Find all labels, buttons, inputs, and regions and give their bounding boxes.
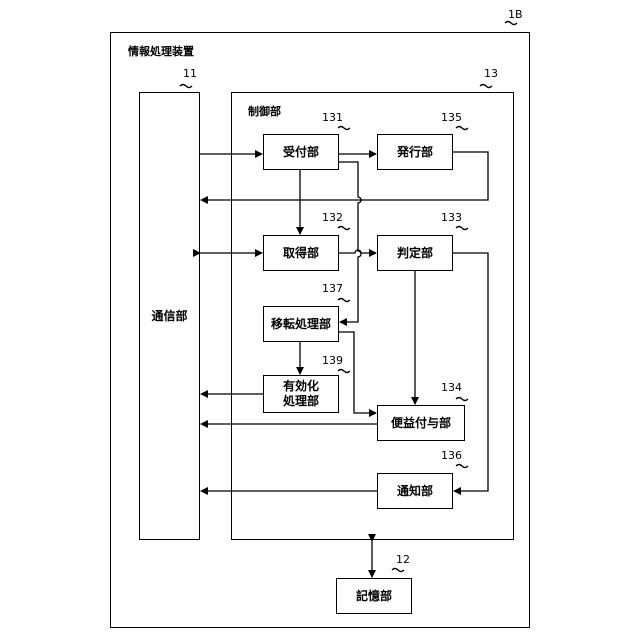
leader-132 (338, 227, 350, 230)
leader-11 (180, 85, 192, 88)
arrow-transfer-to-benefit (339, 332, 376, 413)
arrow-issue-to-comm (201, 152, 488, 200)
arrow-judge-to-notify (453, 253, 488, 491)
leader-13 (480, 85, 492, 88)
arrow-receive-to-transfer (339, 162, 361, 322)
leader-133 (456, 227, 468, 230)
leader-137 (338, 299, 350, 302)
leader-1b (505, 22, 517, 25)
leader-136 (456, 465, 468, 468)
leader-139 (338, 370, 350, 373)
leader-134 (456, 398, 468, 401)
leader-131 (338, 127, 350, 130)
leader-135 (456, 127, 468, 130)
leader-12 (392, 569, 404, 572)
